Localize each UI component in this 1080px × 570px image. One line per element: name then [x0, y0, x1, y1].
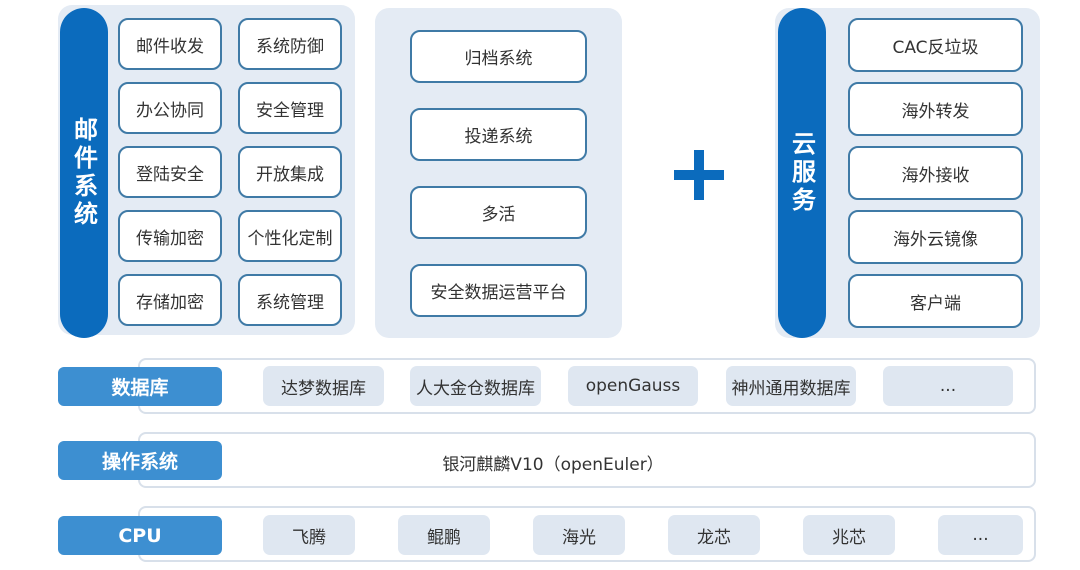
- mail-system-title: 邮件系统: [60, 8, 108, 338]
- cpu-item: ...: [938, 515, 1023, 555]
- database-item: 人大金仓数据库: [410, 366, 541, 406]
- database-label: 数据库: [58, 367, 222, 406]
- os-label: 操作系统: [58, 441, 222, 480]
- cloud-service-box: CAC反垃圾: [848, 18, 1023, 72]
- mail-feature-box: 安全管理: [238, 82, 342, 134]
- system-box: 安全数据运营平台: [410, 264, 587, 317]
- mail-feature-box: 办公协同: [118, 82, 222, 134]
- mail-feature-box: 邮件收发: [118, 18, 222, 70]
- cpu-item: 飞腾: [263, 515, 355, 555]
- cloud-service-box: 海外接收: [848, 146, 1023, 200]
- os-row: [138, 432, 1036, 488]
- cloud-service-box: 客户端: [848, 274, 1023, 328]
- mail-feature-box: 登陆安全: [118, 146, 222, 198]
- cloud-service-box: 海外转发: [848, 82, 1023, 136]
- database-item: openGauss: [568, 366, 698, 406]
- cloud-service-title: 云服务: [778, 8, 826, 338]
- mail-feature-box: 个性化定制: [238, 210, 342, 262]
- plus-icon: [674, 150, 724, 200]
- cloud-service-box: 海外云镜像: [848, 210, 1023, 264]
- mail-feature-box: 存储加密: [118, 274, 222, 326]
- mail-feature-box: 系统管理: [238, 274, 342, 326]
- system-box: 投递系统: [410, 108, 587, 161]
- mail-feature-box: 系统防御: [238, 18, 342, 70]
- cpu-item: 兆芯: [803, 515, 895, 555]
- database-item: ...: [883, 366, 1013, 406]
- cpu-label: CPU: [58, 516, 222, 555]
- database-item: 神州通用数据库: [726, 366, 856, 406]
- database-item: 达梦数据库: [263, 366, 384, 406]
- mail-feature-box: 开放集成: [238, 146, 342, 198]
- cpu-item: 龙芯: [668, 515, 760, 555]
- system-box: 归档系统: [410, 30, 587, 83]
- mail-feature-box: 传输加密: [118, 210, 222, 262]
- cpu-item: 鲲鹏: [398, 515, 490, 555]
- system-box: 多活: [410, 186, 587, 239]
- os-value: 银河麒麟V10（openEuler）: [442, 455, 664, 475]
- cpu-item: 海光: [533, 515, 625, 555]
